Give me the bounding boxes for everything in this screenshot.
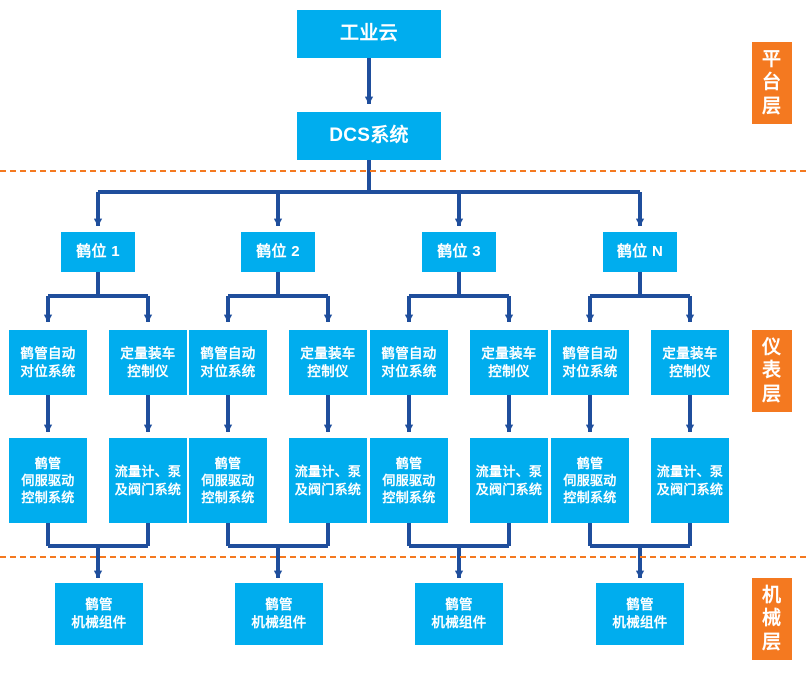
- node-actuator-1[interactable]: 鹤管伺服驱动控制系统: [9, 438, 87, 523]
- layer-badge-mechanical: 机械层: [752, 578, 792, 660]
- layer-badge-platform-label: 平台层: [761, 49, 782, 117]
- node-instrument-3[interactable]: 鹤管自动对位系统: [189, 330, 267, 395]
- node-industrial-cloud-label: 工业云: [340, 23, 398, 45]
- node-actuator-2[interactable]: 流量计、泵及阀门系统: [109, 438, 187, 523]
- node-actuator-5[interactable]: 鹤管伺服驱动控制系统: [370, 438, 448, 523]
- node-instrument-5[interactable]: 鹤管自动对位系统: [370, 330, 448, 395]
- node-mechanical-1-label: 鹤管机械组件: [71, 597, 127, 630]
- divider-instrument-mechanical: [0, 556, 806, 558]
- node-actuator-7[interactable]: 鹤管伺服驱动控制系统: [551, 438, 629, 523]
- node-station-n[interactable]: 鹤位 N: [603, 232, 677, 272]
- node-actuator-7-label: 鹤管伺服驱动控制系统: [563, 455, 617, 506]
- node-station-2[interactable]: 鹤位 2: [241, 232, 315, 272]
- node-actuator-4[interactable]: 流量计、泵及阀门系统: [289, 438, 367, 523]
- node-actuator-5-label: 鹤管伺服驱动控制系统: [382, 455, 436, 506]
- node-instrument-7[interactable]: 鹤管自动对位系统: [551, 330, 629, 395]
- node-mechanical-4[interactable]: 鹤管机械组件: [596, 583, 684, 645]
- layer-badge-mechanical-label: 机械层: [761, 585, 782, 653]
- node-actuator-6[interactable]: 流量计、泵及阀门系统: [470, 438, 548, 523]
- node-industrial-cloud[interactable]: 工业云: [297, 10, 441, 58]
- node-mechanical-3-label: 鹤管机械组件: [431, 597, 487, 630]
- node-actuator-3[interactable]: 鹤管伺服驱动控制系统: [189, 438, 267, 523]
- divider-platform-instrument: [0, 170, 806, 172]
- node-instrument-2-label: 定量装车控制仪: [120, 345, 176, 379]
- node-instrument-1[interactable]: 鹤管自动对位系统: [9, 330, 87, 395]
- node-instrument-6-label: 定量装车控制仪: [481, 345, 537, 379]
- node-dcs-system[interactable]: DCS系统: [297, 112, 441, 160]
- node-actuator-1-label: 鹤管伺服驱动控制系统: [21, 455, 75, 506]
- node-actuator-2-label: 流量计、泵及阀门系统: [114, 464, 182, 497]
- node-instrument-4[interactable]: 定量装车控制仪: [289, 330, 367, 395]
- node-actuator-4-label: 流量计、泵及阀门系统: [294, 464, 362, 497]
- node-station-1[interactable]: 鹤位 1: [61, 232, 135, 272]
- node-instrument-5-label: 鹤管自动对位系统: [381, 345, 437, 379]
- node-instrument-2[interactable]: 定量装车控制仪: [109, 330, 187, 395]
- node-station-1-label: 鹤位 1: [76, 243, 120, 261]
- layer-badge-instrument: 仪表层: [752, 330, 792, 412]
- node-mechanical-1[interactable]: 鹤管机械组件: [55, 583, 143, 645]
- node-actuator-8-label: 流量计、泵及阀门系统: [656, 464, 724, 497]
- node-mechanical-4-label: 鹤管机械组件: [612, 597, 668, 630]
- node-station-n-label: 鹤位 N: [616, 243, 664, 261]
- layer-badge-platform: 平台层: [752, 42, 792, 124]
- node-instrument-8[interactable]: 定量装车控制仪: [651, 330, 729, 395]
- node-actuator-3-label: 鹤管伺服驱动控制系统: [201, 455, 255, 506]
- node-actuator-8[interactable]: 流量计、泵及阀门系统: [651, 438, 729, 523]
- node-instrument-6[interactable]: 定量装车控制仪: [470, 330, 548, 395]
- node-instrument-1-label: 鹤管自动对位系统: [20, 345, 76, 379]
- node-station-2-label: 鹤位 2: [256, 243, 300, 261]
- node-station-3-label: 鹤位 3: [437, 243, 481, 261]
- node-instrument-7-label: 鹤管自动对位系统: [562, 345, 618, 379]
- node-actuator-6-label: 流量计、泵及阀门系统: [475, 464, 543, 497]
- node-instrument-4-label: 定量装车控制仪: [300, 345, 356, 379]
- node-instrument-3-label: 鹤管自动对位系统: [200, 345, 256, 379]
- node-mechanical-2-label: 鹤管机械组件: [251, 597, 307, 630]
- node-mechanical-2[interactable]: 鹤管机械组件: [235, 583, 323, 645]
- layer-badge-instrument-label: 仪表层: [761, 337, 782, 405]
- node-instrument-8-label: 定量装车控制仪: [662, 345, 718, 379]
- node-dcs-system-label: DCS系统: [329, 125, 409, 147]
- node-station-3[interactable]: 鹤位 3: [422, 232, 496, 272]
- node-mechanical-3[interactable]: 鹤管机械组件: [415, 583, 503, 645]
